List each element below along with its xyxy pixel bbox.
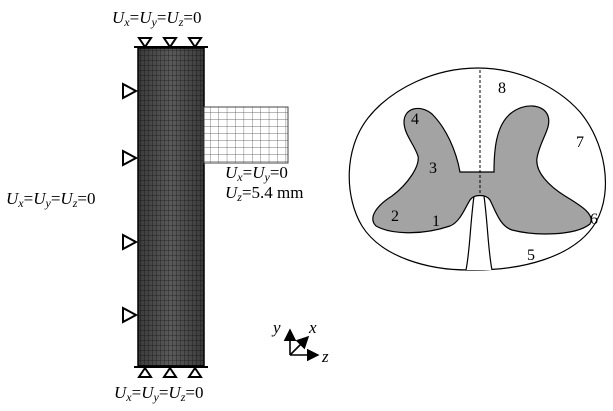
- bc-left-label: Ux=Uy=Uz=0: [6, 189, 96, 210]
- meshed-column: [137, 47, 205, 367]
- region-label-7: 7: [576, 134, 584, 151]
- axis-label-x: x: [308, 318, 317, 337]
- region-label-8: 8: [498, 80, 506, 97]
- region-label-5: 5: [527, 247, 535, 264]
- bc-load-line1: Ux=Uy=0: [225, 163, 288, 184]
- region-label-3: 3: [429, 160, 437, 177]
- bc-top-label: Ux=Uy=Uz=0: [112, 8, 202, 29]
- bc-load-line2: Uz=5.4 mm: [225, 183, 304, 204]
- region-label-2: 2: [391, 208, 399, 225]
- axis-label-z: z: [321, 347, 329, 366]
- top-support-icons: [137, 37, 203, 49]
- loading-block: [203, 106, 289, 164]
- region-label-6: 6: [590, 211, 598, 228]
- region-label-1: 1: [432, 213, 440, 230]
- bottom-support-icons: [137, 366, 203, 378]
- left-support-icons: [122, 82, 139, 324]
- coordinate-axes: [283, 328, 320, 362]
- region-label-4: 4: [411, 111, 419, 128]
- gray-matter: [372, 105, 592, 235]
- cord-cross-section: [348, 67, 607, 271]
- bc-bottom-label: Ux=Uy=Uz=0: [114, 383, 204, 404]
- axis-label-y: y: [271, 318, 281, 337]
